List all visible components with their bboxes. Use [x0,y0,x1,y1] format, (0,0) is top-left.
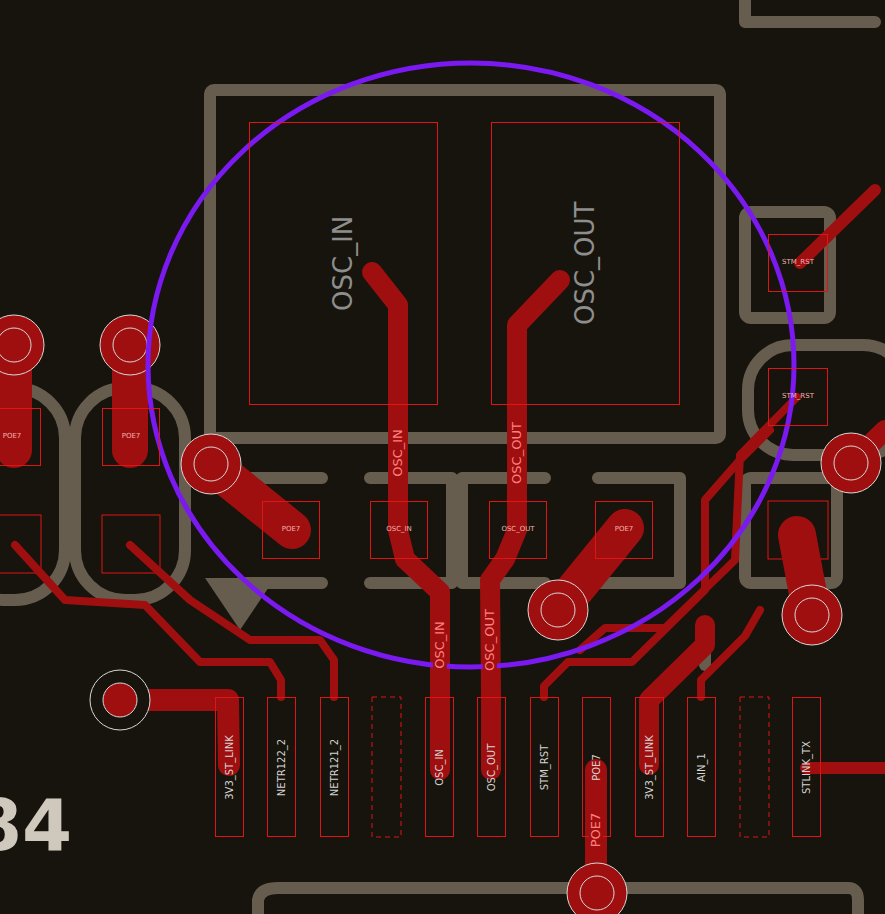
trace [15,545,281,697]
smd-pad: OSC_OUT [489,501,547,559]
pad-net-label: OSC_IN [386,526,412,534]
crystal-outline [210,90,720,438]
net-name: OSC_OUT [571,202,600,326]
copper-trace [507,405,527,501]
net-name: 3V3_ST_LINK [224,735,235,800]
header-pad: 3V3_ST_LINK [215,697,244,837]
trace [800,190,875,263]
trace-label: OSC_IN [391,427,405,479]
header-pad: NETR122_2 [267,697,296,837]
net-name: POE7 [591,754,602,781]
via [0,315,44,375]
header-pad: STLINK_TX [792,697,821,837]
smd-pad: STM_RST [768,368,828,426]
net-name: NETR122_2 [276,738,287,795]
header-pad: OSC_IN [425,697,454,837]
header-pad: STM_RST [530,697,559,837]
smd-pad: POE7 [0,408,41,466]
net-name: AIN_1 [696,753,707,782]
header-pad [740,697,769,837]
smd-pad: POE7 [595,501,653,559]
trace-label: OSC_IN [433,619,447,671]
smd-pad: OSC_IN [370,501,428,559]
header-pad: OSC_OUT [477,697,506,837]
pad-net-label: STM_RST [782,259,814,267]
smd-pad: POE7 [102,408,160,466]
via [782,585,842,645]
pad-net-label: POE7 [282,526,301,534]
crystal-pad: OSC_OUT [491,122,680,405]
net-name: OSC_IN [329,216,358,311]
highlight-circle [148,63,794,667]
pad-net-label: OSC_OUT [501,526,534,534]
vias [0,315,881,914]
pad-net-label: POE7 [3,433,22,441]
via [528,580,588,640]
via [181,434,241,494]
via [90,670,150,730]
net-name: STLINK_TX [801,741,812,794]
pad-net-label: STM_RST [782,393,814,401]
header-pad: AIN_1 [687,697,716,837]
net-name: 3V3_ST_LINK [644,735,655,800]
trace [806,762,885,774]
via [821,433,881,493]
pad-net-label: POE7 [122,433,141,441]
pin1-triangle [205,578,275,630]
part-outline [258,888,858,914]
board-marking: 84 [0,786,72,865]
via [567,863,627,914]
net-name: OSC_OUT [486,743,497,791]
trace [701,610,760,697]
net-name: OSC_IN [434,749,445,786]
smd-pad: STM_RST [768,234,828,292]
trace [517,280,560,405]
trace [580,397,797,650]
trace-label: OSC_OUT [483,607,497,673]
trace [372,272,398,405]
header-pad: 3V3_ST_LINK [635,697,664,837]
header-pad: NETR121_2 [320,697,349,837]
copper-traces [14,190,885,893]
trace-label: OSC_OUT [510,420,524,486]
copper-trace [388,405,408,501]
pad-net-label: POE7 [615,526,634,534]
net-name: STM_RST [539,744,550,790]
trace-label: POE7 [589,811,603,850]
header-pad [372,697,401,837]
net-name: NETR121_2 [329,738,340,795]
trace [649,625,705,765]
smd-pad: POE7 [262,501,320,559]
crystal-pad: OSC_IN [249,122,438,405]
part-outline [745,0,875,22]
